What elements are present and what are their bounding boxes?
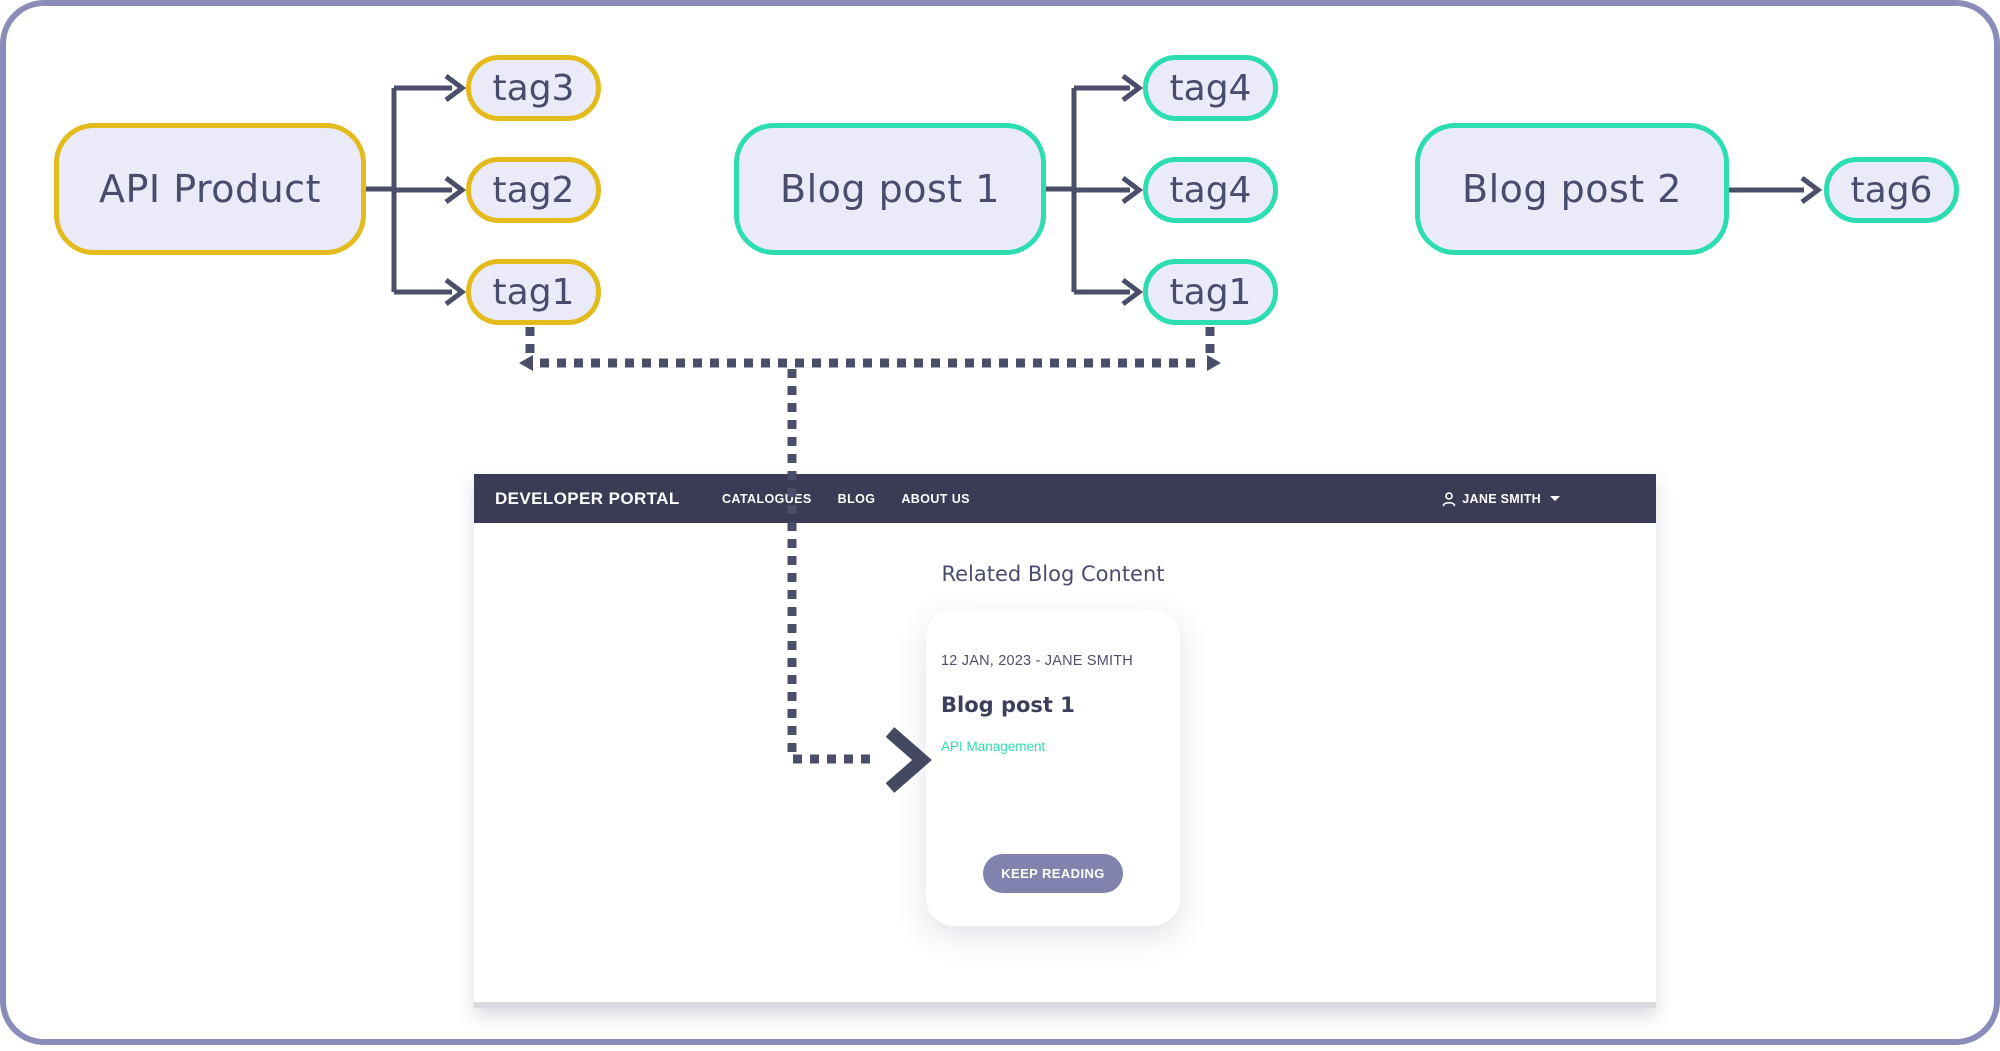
tag-pill: tag2 [466, 157, 601, 223]
blog-card-meta: 12 JAN, 2023 - JANE SMITH [941, 653, 1133, 669]
blog-card[interactable]: 12 JAN, 2023 - JANE SMITH Blog post 1 AP… [926, 609, 1180, 926]
node-blog-post-2: Blog post 2 [1415, 123, 1729, 255]
tag-pill: tag4 [1143, 55, 1278, 121]
node-api-product: API Product [54, 123, 366, 255]
blog-card-tag-link[interactable]: API Management [941, 739, 1046, 754]
user-name: JANE SMITH [1462, 491, 1541, 506]
tag-pill: tag3 [466, 55, 601, 121]
blog-card-title: Blog post 1 [941, 693, 1075, 717]
portal-navbar: DEVELOPER PORTAL CATALOGUES BLOG ABOUT U… [474, 474, 1656, 523]
tag-pill: tag6 [1824, 157, 1959, 223]
portal-nav: CATALOGUES BLOG ABOUT US [722, 474, 970, 523]
tag-pill: tag1 [1143, 259, 1278, 325]
section-title: Related Blog Content [941, 562, 1165, 586]
nav-item-catalogues[interactable]: CATALOGUES [722, 491, 812, 506]
portal-brand: DEVELOPER PORTAL [495, 488, 680, 508]
nav-item-about-us[interactable]: ABOUT US [901, 491, 970, 506]
chevron-down-icon [1550, 496, 1560, 501]
tag-pill: tag1 [466, 259, 601, 325]
nav-item-blog[interactable]: BLOG [837, 491, 876, 506]
keep-reading-button[interactable]: KEEP READING [983, 854, 1123, 893]
developer-portal-window: DEVELOPER PORTAL CATALOGUES BLOG ABOUT U… [474, 474, 1656, 1008]
user-menu[interactable]: JANE SMITH [1441, 474, 1560, 523]
tag-pill: tag4 [1143, 157, 1278, 223]
user-icon [1442, 491, 1456, 506]
node-blog-post-1: Blog post 1 [734, 123, 1046, 255]
